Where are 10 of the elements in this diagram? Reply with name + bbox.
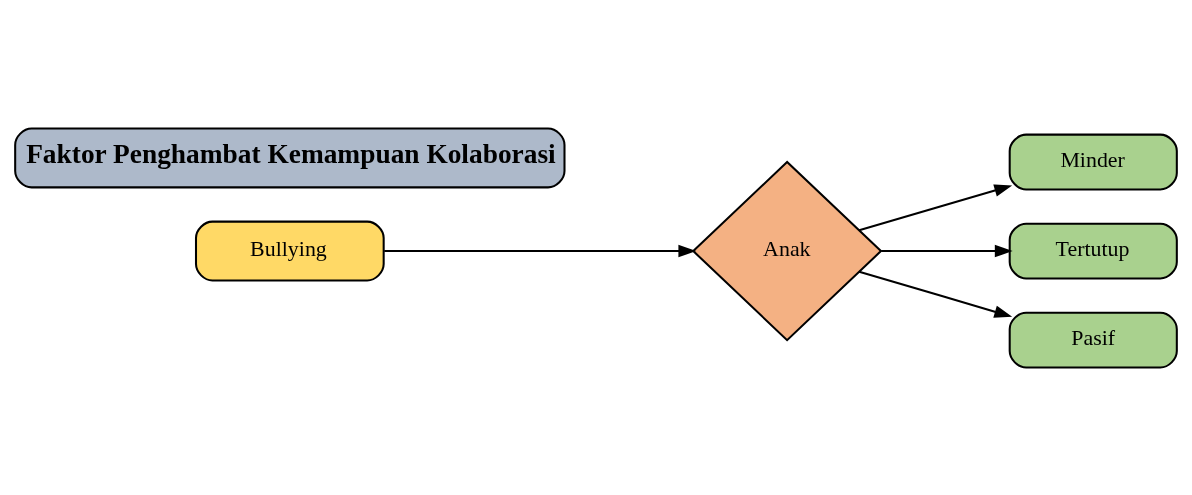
node-box: Minder [1008,133,1178,190]
node-box: Pasif [1008,311,1178,369]
node-diamond: Anak [691,160,883,342]
arrow [858,184,1013,231]
arrow [881,244,1013,257]
node-box: Faktor Penghambat Kemampuan Kolaborasi [14,126,566,188]
arrow [858,270,1013,318]
node-box: Tertutup [1008,222,1178,279]
node-box: Bullying [194,220,385,282]
arrow [384,244,697,257]
